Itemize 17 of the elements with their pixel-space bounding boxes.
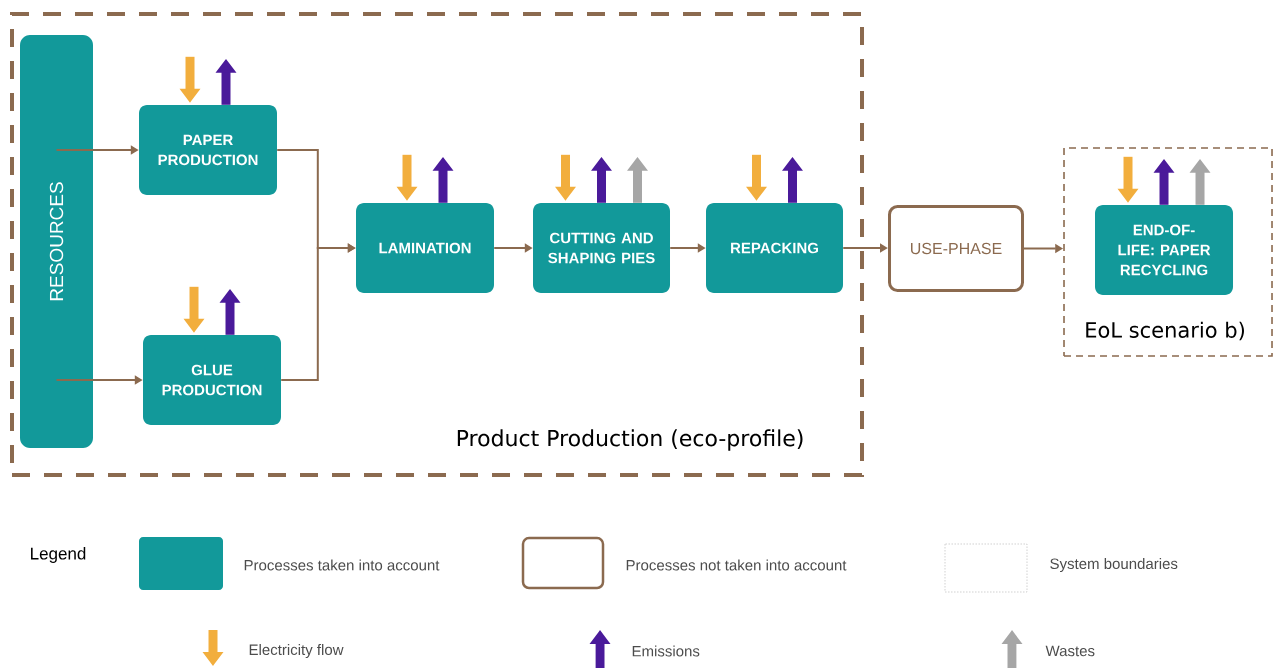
process-box: END-OF-LIFE: PAPER RECYCLING [1095,205,1233,295]
process-box: USE-PHASE [888,205,1024,292]
legend-label: Processes not taken into account [626,559,847,571]
process-box: GLUE PRODUCTION [143,335,281,425]
process-box: RESOURCES [20,35,93,448]
legend-label: Wastes [1045,645,1095,657]
process-box: PAPER PRODUCTION [139,105,277,195]
legend-label: Electricity flow [249,644,344,658]
legend-label: Processes taken into account [244,559,440,571]
legend-label: Emissions [632,645,700,657]
legend-title: Legend [31,547,86,563]
boundary-label: EoL scenario b) [1086,321,1244,341]
process-box: CUTTING AND SHAPING PIES [533,203,670,293]
process-box: REPACKING [706,203,843,293]
process-box: LAMINATION [356,203,494,293]
legend-label: System boundaries [1050,558,1178,572]
boundary-label: Product Production (eco-profile) [457,429,803,451]
